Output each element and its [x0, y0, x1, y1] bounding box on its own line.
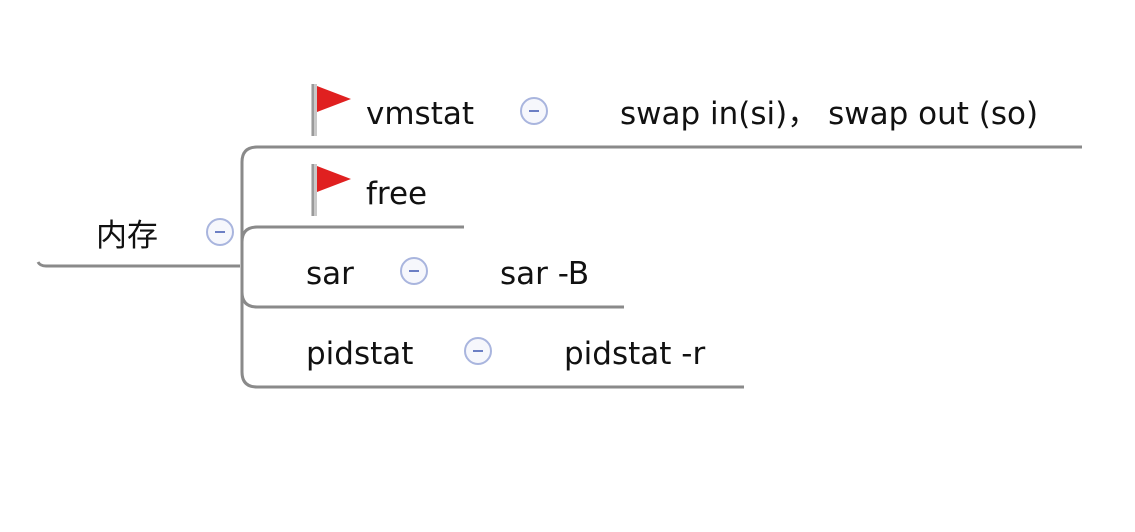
branch-label-pidstat[interactable]: pidstat [306, 336, 414, 372]
branch-label-vmstat[interactable]: vmstat [366, 96, 475, 132]
branch-label-sar[interactable]: sar [306, 256, 354, 292]
root-underline [36, 261, 240, 268]
child-label-pidstat[interactable]: pidstat -r [564, 336, 706, 372]
minus-circle-icon[interactable] [400, 257, 428, 285]
child-label-sar[interactable]: sar -B [500, 256, 590, 292]
minus-circle-icon[interactable] [464, 337, 492, 365]
red-flag-icon [311, 84, 351, 136]
root-label[interactable]: 内存 [96, 218, 158, 254]
branch-bracket [240, 145, 1082, 266]
branch-connector-free [240, 225, 464, 243]
minus-circle-icon[interactable] [206, 218, 234, 246]
child-label-vmstat[interactable]: swap in(si)， swap out (so) [620, 96, 1039, 132]
branch-label-free[interactable]: free [366, 176, 428, 212]
red-flag-icon [311, 164, 351, 216]
minus-circle-icon[interactable] [520, 97, 548, 125]
branch-connector-pidstat [240, 266, 744, 389]
